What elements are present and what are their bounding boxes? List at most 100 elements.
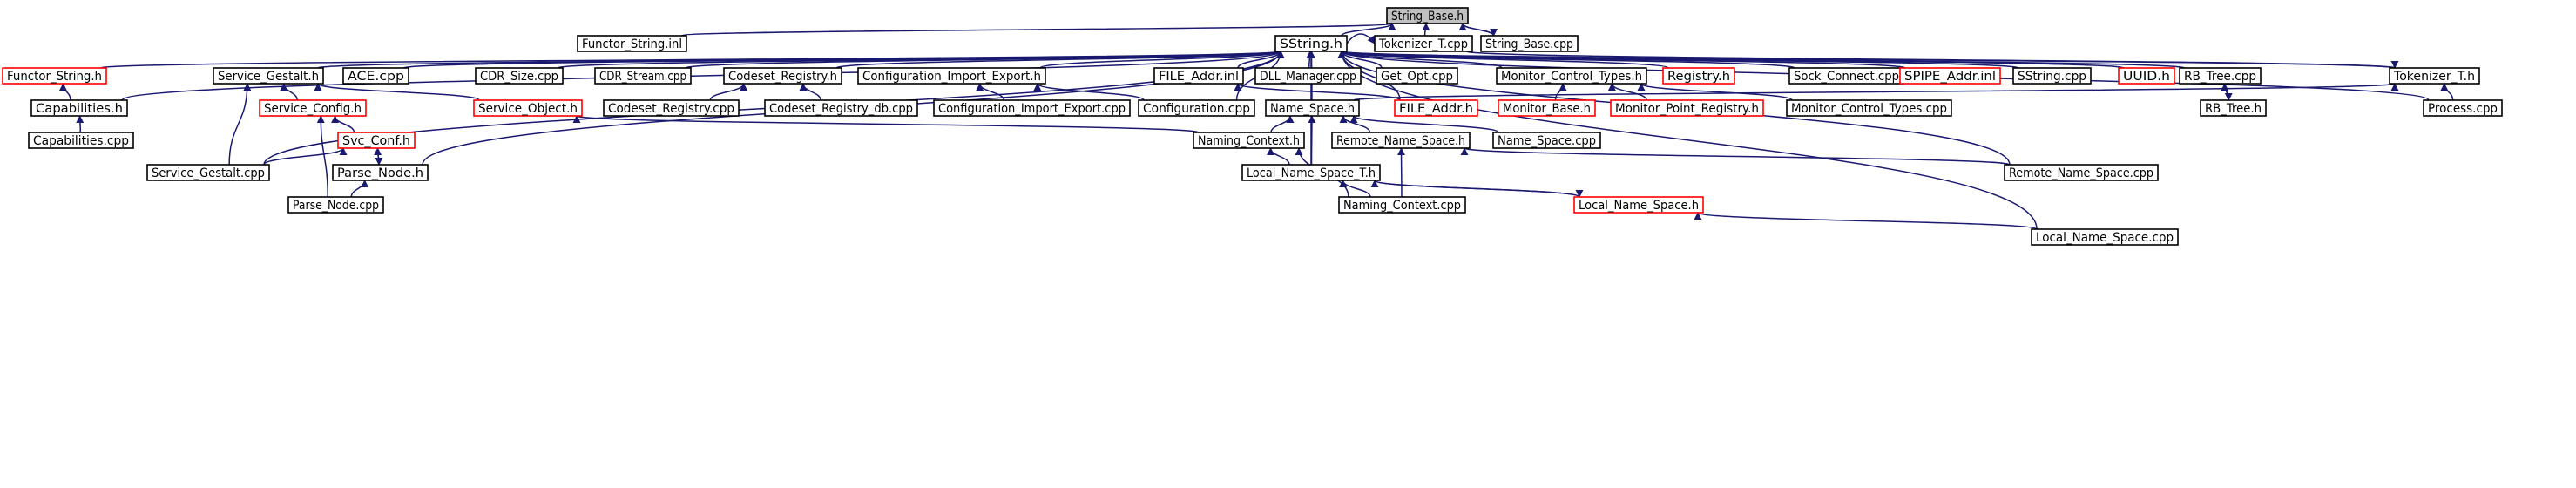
node-box-functor-string-h: [2, 67, 107, 85]
node-label-service-gestalt-h: Service_Gestalt.h: [218, 70, 319, 84]
edge-local-name-space-t-h-to-naming-context-h: [1267, 147, 1290, 166]
node-box-config-import-export-h: [857, 67, 1046, 85]
node-name-space-h[interactable]: Name_Space.h: [1265, 99, 1360, 117]
node-local-name-space-t-h[interactable]: Local_Name_Space_T.h: [1241, 164, 1381, 181]
edge-config-import-export-cpp-to-config-import-export-h: [976, 83, 1005, 101]
node-naming-context-cpp[interactable]: Naming_Context.cpp: [1338, 196, 1466, 214]
node-remote-name-space-h[interactable]: Remote_Name_Space.h: [1331, 132, 1471, 149]
node-service-gestalt-h[interactable]: Service_Gestalt.h: [213, 67, 324, 85]
node-label-config-import-export-h: Configuration_Import_Export.h: [862, 70, 1041, 84]
node-box-process-cpp: [2423, 99, 2503, 117]
node-service-object-h[interactable]: Service_Object.h: [473, 99, 583, 117]
node-box-capabilities-h: [30, 99, 128, 117]
node-box-registry-h: [1662, 67, 1735, 85]
node-box-name-space-h: [1265, 99, 1360, 117]
node-box-dll-manager-cpp: [1254, 67, 1362, 85]
node-file-addr-h[interactable]: FILE_Addr.h: [1394, 99, 1478, 117]
node-capabilities-cpp[interactable]: Capabilities.cpp: [28, 132, 134, 149]
node-codeset-registry-db-cpp[interactable]: Codeset_Registry_db.cpp: [764, 99, 918, 117]
node-label-sstring-cpp: SString.cpp: [2018, 70, 2086, 84]
node-label-process-cpp: Process.cpp: [2428, 102, 2498, 116]
node-file-addr-inl[interactable]: FILE_Addr.inl: [1153, 67, 1244, 85]
node-service-gestalt-cpp[interactable]: Service_Gestalt.cpp: [146, 164, 270, 181]
node-monitor-control-types-h[interactable]: Monitor_Control_Types.h: [1496, 67, 1647, 85]
node-tokenizer-t-cpp[interactable]: Tokenizer_T.cpp: [1374, 35, 1473, 52]
node-label-config-import-export-cpp: Configuration_Import_Export.cpp: [938, 102, 1126, 116]
edge-functor-string-inl-to-string-base-h: [680, 23, 1396, 37]
node-codeset-registry-cpp[interactable]: Codeset_Registry.cpp: [603, 99, 740, 117]
edge-rb-tree-cpp-to-rb-tree-h: [2224, 83, 2233, 101]
edge-monitor-point-registry-h-to-monitor-control-types-h: [1607, 83, 1647, 101]
node-service-config-h[interactable]: Service_Config.h: [259, 99, 367, 117]
node-registry-h[interactable]: Registry.h: [1662, 67, 1735, 85]
node-parse-node-h[interactable]: Parse_Node.h: [332, 164, 429, 181]
node-box-naming-context-cpp: [1338, 196, 1466, 214]
edge-service-object-h-to-service-gestalt-h: [314, 83, 480, 101]
edge-parse-node-cpp-to-service-config-h: [316, 115, 328, 198]
edge-process-cpp-to-tokenizer-t-h: [2440, 83, 2454, 101]
node-box-config-import-export-cpp: [933, 99, 1131, 117]
node-box-service-config-h: [259, 99, 367, 117]
node-sstring-cpp[interactable]: SString.cpp: [2012, 67, 2092, 85]
node-functor-string-h[interactable]: Functor_String.h: [2, 67, 107, 85]
node-functor-string-inl[interactable]: Functor_String.inl: [577, 35, 687, 52]
node-monitor-point-registry-h[interactable]: Monitor_Point_Registry.h: [1610, 99, 1764, 117]
node-get-opt-cpp[interactable]: Get_Opt.cpp: [1376, 67, 1458, 85]
node-box-local-name-space-h: [1573, 196, 1704, 214]
node-remote-name-space-cpp[interactable]: Remote_Name_Space.cpp: [2004, 164, 2159, 181]
node-box-local-name-space-cpp: [2031, 228, 2179, 246]
node-monitor-base-h[interactable]: Monitor_Base.h: [1498, 99, 1596, 117]
edge-name-space-cpp-to-name-space-h: [1349, 115, 1499, 133]
node-config-import-export-cpp[interactable]: Configuration_Import_Export.cpp: [933, 99, 1131, 117]
node-string-base-cpp[interactable]: String_Base.cpp: [1480, 35, 1579, 52]
node-dll-manager-cpp[interactable]: DLL_Manager.cpp: [1254, 67, 1362, 85]
node-label-parse-node-cpp: Parse_Node.cpp: [293, 199, 379, 213]
node-codeset-registry-h[interactable]: Codeset_Registry.h: [723, 67, 842, 85]
node-local-name-space-cpp[interactable]: Local_Name_Space.cpp: [2031, 228, 2179, 246]
node-spipe-addr-inl[interactable]: SPIPE_Addr.inl: [1899, 67, 2001, 85]
node-box-parse-node-h: [332, 164, 429, 181]
node-rb-tree-cpp[interactable]: RB_Tree.cpp: [2179, 67, 2262, 85]
edge-sstring-h-to-string-base-h: [1341, 23, 1396, 37]
node-configuration-cpp[interactable]: Configuration.cpp: [1138, 99, 1255, 117]
node-tokenizer-t-h[interactable]: Tokenizer_T.h: [2389, 67, 2480, 85]
node-parse-node-cpp[interactable]: Parse_Node.cpp: [287, 196, 384, 214]
node-label-cdr-stream-cpp: CDR_Stream.cpp: [599, 70, 686, 84]
node-config-import-export-h[interactable]: Configuration_Import_Export.h: [857, 67, 1046, 85]
node-box-codeset-registry-h: [723, 67, 842, 85]
node-box-file-addr-inl: [1153, 67, 1244, 85]
node-cdr-stream-cpp[interactable]: CDR_Stream.cpp: [594, 67, 692, 85]
node-sock-connect-cpp[interactable]: Sock_Connect.cpp: [1788, 67, 1904, 85]
node-label-monitor-base-h: Monitor_Base.h: [1503, 102, 1591, 116]
node-local-name-space-h[interactable]: Local_Name_Space.h: [1573, 196, 1704, 214]
node-monitor-control-types-cpp[interactable]: Monitor_Control_Types.cpp: [1786, 99, 1952, 117]
node-naming-context-h[interactable]: Naming_Context.h: [1193, 132, 1305, 149]
edge-codeset-registry-h-to-sstring-h: [835, 51, 1285, 69]
node-sstring-h[interactable]: SString.h: [1274, 35, 1348, 52]
node-label-cdr-size-cpp: CDR_Size.cpp: [480, 70, 558, 84]
node-uuid-h[interactable]: UUID.h: [2118, 67, 2175, 85]
edge-svc-conf-h-to-service-config-h: [331, 115, 355, 133]
edge-local-name-space-cpp-to-sstring-h: [1337, 51, 2038, 230]
edge-tokenizer-t-cpp-to-tokenizer-t-h: [1466, 51, 2398, 69]
node-box-string-base-cpp: [1480, 35, 1579, 52]
node-capabilities-h[interactable]: Capabilities.h: [30, 99, 128, 117]
node-name-space-cpp[interactable]: Name_Space.cpp: [1492, 132, 1601, 149]
node-label-registry-h: Registry.h: [1667, 70, 1730, 84]
node-rb-tree-h[interactable]: RB_Tree.h: [2200, 99, 2267, 117]
node-box-codeset-registry-cpp: [603, 99, 740, 117]
edge-capabilities-h-to-functor-string-h: [58, 83, 71, 101]
node-process-cpp[interactable]: Process.cpp: [2423, 99, 2503, 117]
node-label-ace-cpp: ACE.cpp: [348, 70, 404, 84]
node-label-file-addr-h: FILE_Addr.h: [1399, 102, 1473, 116]
node-svc-conf-h[interactable]: Svc_Conf.h: [337, 132, 416, 149]
node-box-tokenizer-t-cpp: [1374, 35, 1473, 52]
node-ace-cpp[interactable]: ACE.cpp: [342, 67, 409, 85]
edge-dll-manager-cpp-to-sstring-h: [1306, 51, 1315, 69]
node-label-dll-manager-cpp: DLL_Manager.cpp: [1260, 70, 1356, 84]
edge-remote-name-space-cpp-to-remote-name-space-h: [1461, 147, 2011, 166]
edge-codeset-registry-cpp-to-codeset-registry-h: [709, 83, 748, 101]
edge-local-name-space-cpp-to-local-name-space-h: [1694, 212, 2038, 230]
node-cdr-size-cpp[interactable]: CDR_Size.cpp: [475, 67, 564, 85]
